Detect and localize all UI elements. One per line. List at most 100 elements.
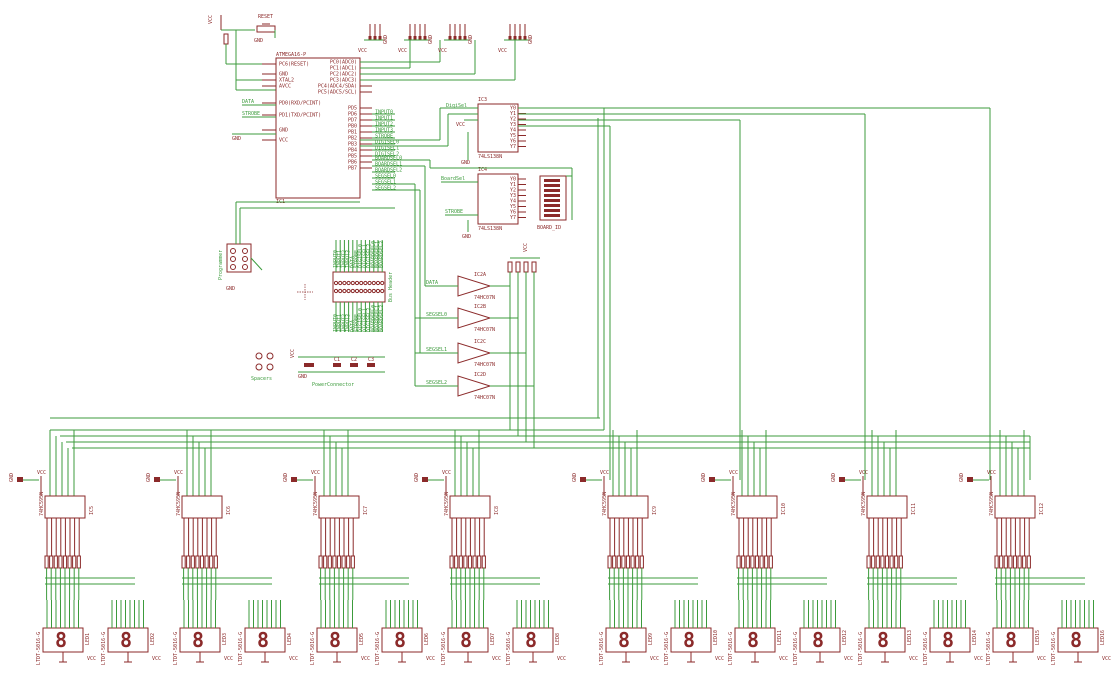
segment-resistor — [477, 555, 482, 569]
seven-segment-glyph: 8 — [1070, 628, 1082, 652]
seven-segment-glyph: 8 — [525, 628, 537, 652]
segment-resistor — [750, 555, 755, 569]
header-pin — [523, 36, 527, 40]
buffer-name: IC2B — [474, 304, 486, 310]
shift-register-ref: IC10 — [781, 503, 787, 515]
shift-register-type: 74HC595N — [444, 492, 450, 516]
module-gnd-label: GND — [572, 473, 578, 482]
segment-resistor — [186, 555, 191, 569]
seven-segment-display — [42, 627, 84, 653]
header-vcc-label: VCC — [498, 48, 507, 54]
display-ref: LED12 — [842, 630, 848, 645]
display-vcc-label: VCC — [87, 656, 96, 662]
decoder-pin-label: Y0 — [510, 177, 516, 183]
seven-segment-display — [864, 627, 906, 653]
mcu-strobe-label: STROBE — [242, 111, 260, 117]
bus-pin — [338, 288, 343, 294]
mcu-left-pin-labels: PC6(RESET)GNDXTAL2AVCCPD0(RXD/PCINT)PD1(… — [262, 62, 321, 144]
segment-resistor — [607, 555, 612, 569]
segment-resistor — [467, 555, 473, 569]
bypass-cap — [967, 477, 973, 482]
display-type: LTDT-5016-G — [238, 632, 244, 665]
header-pin — [518, 36, 522, 40]
bus-pin — [333, 288, 339, 294]
display-ref: LED8 — [555, 633, 561, 645]
mcu-net-label: DIGISEL2 — [375, 152, 399, 158]
display-vcc-label: VCC — [909, 656, 918, 662]
seven-segment-glyph: 8 — [618, 628, 630, 652]
header-pin — [368, 36, 372, 40]
mcu-left-pin-label: XTAL2 — [279, 78, 294, 84]
segment-resistor — [463, 555, 468, 569]
module-vcc-label: VCC — [311, 470, 320, 476]
segment-resistor — [1003, 555, 1008, 569]
segment-resistor — [332, 555, 337, 569]
ic4-gnd-label: GND — [462, 234, 471, 240]
segment-resistor — [62, 555, 68, 569]
display-vcc-label: VCC — [1037, 656, 1046, 662]
shift-register-ref: IC8 — [494, 506, 500, 515]
mcu-right-net-labels: INPUT0INPUT1INPUT2INPUT3STROBEDIGISEL0DI… — [372, 110, 402, 192]
mcu-right-pin-label: PB6 — [348, 160, 357, 166]
mcu-right-pin-labels: PC0(ADC0)PC1(ADC1)PC2(ADC2)PC3(ADC3)PC4(… — [318, 60, 372, 172]
buffer-type: 74HC07N — [474, 295, 495, 301]
shift-register — [44, 495, 86, 519]
power-connector-label: PowerConnector — [312, 382, 354, 388]
cap-c3 — [367, 363, 375, 367]
mcu-right-pin-label: PB0 — [348, 124, 357, 130]
segment-resistor — [204, 555, 209, 569]
module-gnd-label: GND — [146, 473, 152, 482]
ic4-strobe-label: STROBE — [445, 209, 463, 215]
display-type: LTDT-5016-G — [986, 632, 992, 665]
mcu-left-pin-label: VCC — [279, 138, 288, 144]
display-type: LTDT-5016-G — [858, 632, 864, 665]
module-vcc-label: VCC — [987, 470, 996, 476]
decoder-pin-label: Y1 — [510, 182, 516, 188]
buffer-gate — [457, 275, 492, 297]
bus-pin — [380, 280, 385, 286]
buffer-type: 74HC07N — [474, 362, 495, 368]
dip-switch — [544, 179, 560, 182]
seven-segment-display — [381, 627, 423, 653]
c1-label: C1 — [334, 357, 340, 363]
header-pin — [463, 36, 467, 40]
seven-segment-glyph: 8 — [460, 628, 472, 652]
display-ref: LED3 — [222, 633, 228, 645]
bus-pin — [375, 288, 381, 294]
header-pin — [453, 36, 457, 40]
segment-resistor — [898, 555, 903, 569]
segment-resistor — [481, 555, 486, 569]
mcu-left-pin-label: AVCC — [279, 84, 291, 90]
pullup-vcc-label: VCC — [523, 243, 529, 252]
buffer-input-net: SEGSEL1 — [426, 347, 447, 353]
header-pin — [413, 36, 417, 40]
mcu-right-pin-label: PB2 — [348, 136, 357, 142]
programmer-pin — [242, 248, 248, 254]
power-connector: VCC C1 C2 C3 GND PowerConnector — [290, 349, 385, 388]
display-vcc-label: VCC — [650, 656, 659, 662]
header-pin — [458, 36, 462, 40]
display-type: LTDT-5016-G — [1051, 632, 1057, 665]
decoder-pin-label: Y7 — [510, 215, 516, 221]
mcu-net-label: DIGISEL0 — [375, 140, 399, 146]
seven-segment-display — [447, 627, 489, 653]
power-vcc-label: VCC — [290, 349, 296, 358]
mcu-data-label: DATA — [242, 99, 254, 105]
ic4-body — [477, 173, 519, 225]
mcu-right-pin-label: PB5 — [348, 154, 357, 160]
segment-resistor — [53, 555, 58, 569]
bus-header: INPUT0INPUT1INPUT2INPUT3DATASTROBEDIGISE… — [332, 240, 394, 332]
segment-resistor — [871, 555, 876, 569]
shift-register-type: 74HC595N — [602, 492, 608, 516]
segment-resistor — [754, 555, 760, 569]
display-ref: LED6 — [424, 633, 430, 645]
mcu-right-pin-label: PB7 — [348, 166, 357, 172]
board-id-label: BOARD_ID — [537, 225, 561, 231]
display-ref: LED9 — [648, 633, 654, 645]
shift-register-type: 74HC595N — [989, 492, 995, 516]
shift-register — [994, 495, 1036, 519]
mcu-ic1: ATMEGA16-P IC1 PC6(RESET)GNDXTAL2AVCCPD0… — [232, 52, 402, 205]
